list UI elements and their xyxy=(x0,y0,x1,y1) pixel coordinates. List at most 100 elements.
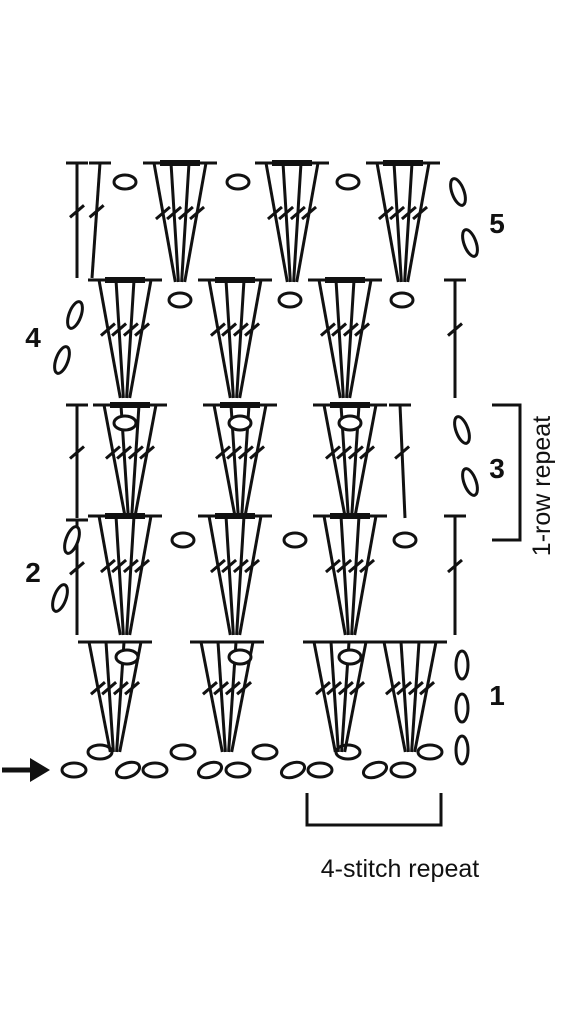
double-crochet-stem xyxy=(199,641,224,753)
double-crochet-slash xyxy=(134,322,151,337)
chain-stitch-icon xyxy=(392,531,418,549)
double-crochet-stem xyxy=(281,162,292,283)
double-crochet-slash xyxy=(400,205,417,221)
chain-stitch-icon xyxy=(334,743,362,761)
double-crochet-stem xyxy=(343,641,368,753)
double-crochet-stem xyxy=(322,515,347,636)
double-crochet-slash xyxy=(122,558,139,574)
double-crochet-slash xyxy=(347,558,364,574)
double-crochet-slash xyxy=(336,558,353,574)
double-crochet-stem xyxy=(413,641,438,753)
chain-stitch-icon xyxy=(60,761,88,779)
double-crochet-stem xyxy=(382,641,407,753)
double-crochet-slash xyxy=(226,445,243,460)
row-number-3: 3 xyxy=(489,453,505,484)
row-repeat-label: 1-row repeat xyxy=(528,416,556,556)
double-crochet-slash xyxy=(69,204,85,219)
double-crochet-stem xyxy=(292,162,303,283)
double-crochet-stem xyxy=(329,641,340,753)
double-crochet-slash xyxy=(249,445,266,460)
double-crochet-slash xyxy=(177,205,194,221)
chain-stitch-icon xyxy=(461,467,479,497)
double-crochet-slash xyxy=(389,205,406,221)
double-crochet-slash xyxy=(116,445,133,460)
double-crochet-stem xyxy=(353,515,378,636)
double-crochet-slash xyxy=(447,322,463,337)
double-crochet-stem xyxy=(114,279,125,399)
double-crochet-slash xyxy=(214,445,231,460)
double-crochet-slash xyxy=(412,205,429,221)
chain-stitch-icon xyxy=(170,531,196,549)
double-crochet-stem xyxy=(125,279,136,399)
double-crochet-slash xyxy=(104,445,121,460)
double-crochet-slash xyxy=(236,681,253,696)
double-crochet-slash xyxy=(124,681,141,696)
double-crochet-stem xyxy=(317,279,342,399)
double-crochet-slash xyxy=(278,205,295,221)
chain-stitch-icon xyxy=(454,692,470,724)
double-crochet-slash xyxy=(396,681,413,696)
double-crochet-stem xyxy=(114,515,125,636)
chain-stitch-icon xyxy=(224,761,252,779)
double-crochet-stem xyxy=(224,279,235,399)
double-crochet-slash xyxy=(244,322,261,337)
double-crochet-stem xyxy=(207,279,232,399)
double-crochet-slash xyxy=(99,322,116,337)
row-number-2: 2 xyxy=(25,557,41,588)
double-crochet-stem xyxy=(410,641,421,753)
stitch-symbols xyxy=(51,160,479,780)
chain-stitch-icon xyxy=(66,300,84,330)
double-crochet-stem xyxy=(102,404,127,519)
double-crochet-slash xyxy=(232,322,249,337)
double-crochet-slash xyxy=(337,681,354,696)
double-crochet-slash xyxy=(319,322,336,337)
chain-stitch-icon xyxy=(112,173,138,191)
double-crochet-slash xyxy=(377,205,394,221)
double-crochet-slash xyxy=(112,681,129,696)
double-crochet-slash xyxy=(213,681,230,696)
chain-stitch-icon xyxy=(277,291,303,309)
double-crochet-stem xyxy=(97,515,122,636)
double-crochet-stem xyxy=(399,641,410,753)
double-crochet-slash xyxy=(122,322,139,337)
double-crochet-stem xyxy=(312,641,337,753)
double-crochet-stem xyxy=(180,162,191,283)
chain-stitch-icon xyxy=(389,291,415,309)
chain-stitch-icon xyxy=(389,761,417,779)
chain-stitch-icon xyxy=(337,648,363,666)
double-crochet-slash xyxy=(301,205,318,221)
double-crochet-slash xyxy=(407,681,424,696)
double-crochet-stem xyxy=(125,515,136,636)
chain-stitch-icon xyxy=(416,743,444,761)
double-crochet-slash xyxy=(326,681,343,696)
double-crochet-slash xyxy=(224,681,241,696)
double-crochet-stem xyxy=(216,641,227,753)
chain-stitch-icon xyxy=(51,583,69,613)
double-crochet-stem xyxy=(375,162,400,283)
chain-stitch-icon xyxy=(114,648,140,666)
double-crochet-slash xyxy=(111,558,128,574)
double-crochet-stem xyxy=(392,162,403,283)
double-crochet-slash xyxy=(99,558,116,574)
stitch-repeat-label: 4-stitch repeat xyxy=(321,855,479,883)
double-crochet-stem xyxy=(350,515,361,636)
double-crochet-stem xyxy=(398,404,407,519)
chain-stitch-icon xyxy=(225,173,251,191)
arrow-right-icon xyxy=(30,758,50,782)
double-crochet-slash xyxy=(359,445,376,460)
double-crochet-slash xyxy=(111,322,128,337)
double-crochet-stem xyxy=(169,162,180,283)
double-crochet-slash xyxy=(232,558,249,574)
chain-stitch-icon xyxy=(63,525,81,555)
row-number-1: 1 xyxy=(489,680,505,711)
double-crochet-slash xyxy=(384,681,401,696)
double-crochet-slash xyxy=(221,558,238,574)
chain-stitch-icon xyxy=(141,761,169,779)
double-crochet-slash xyxy=(336,445,353,460)
chain-stitch-icon xyxy=(112,414,138,432)
double-crochet-stem xyxy=(334,279,345,399)
double-crochet-stem xyxy=(238,279,263,399)
chain-stitch-icon xyxy=(335,173,361,191)
double-crochet-slash xyxy=(166,205,183,221)
